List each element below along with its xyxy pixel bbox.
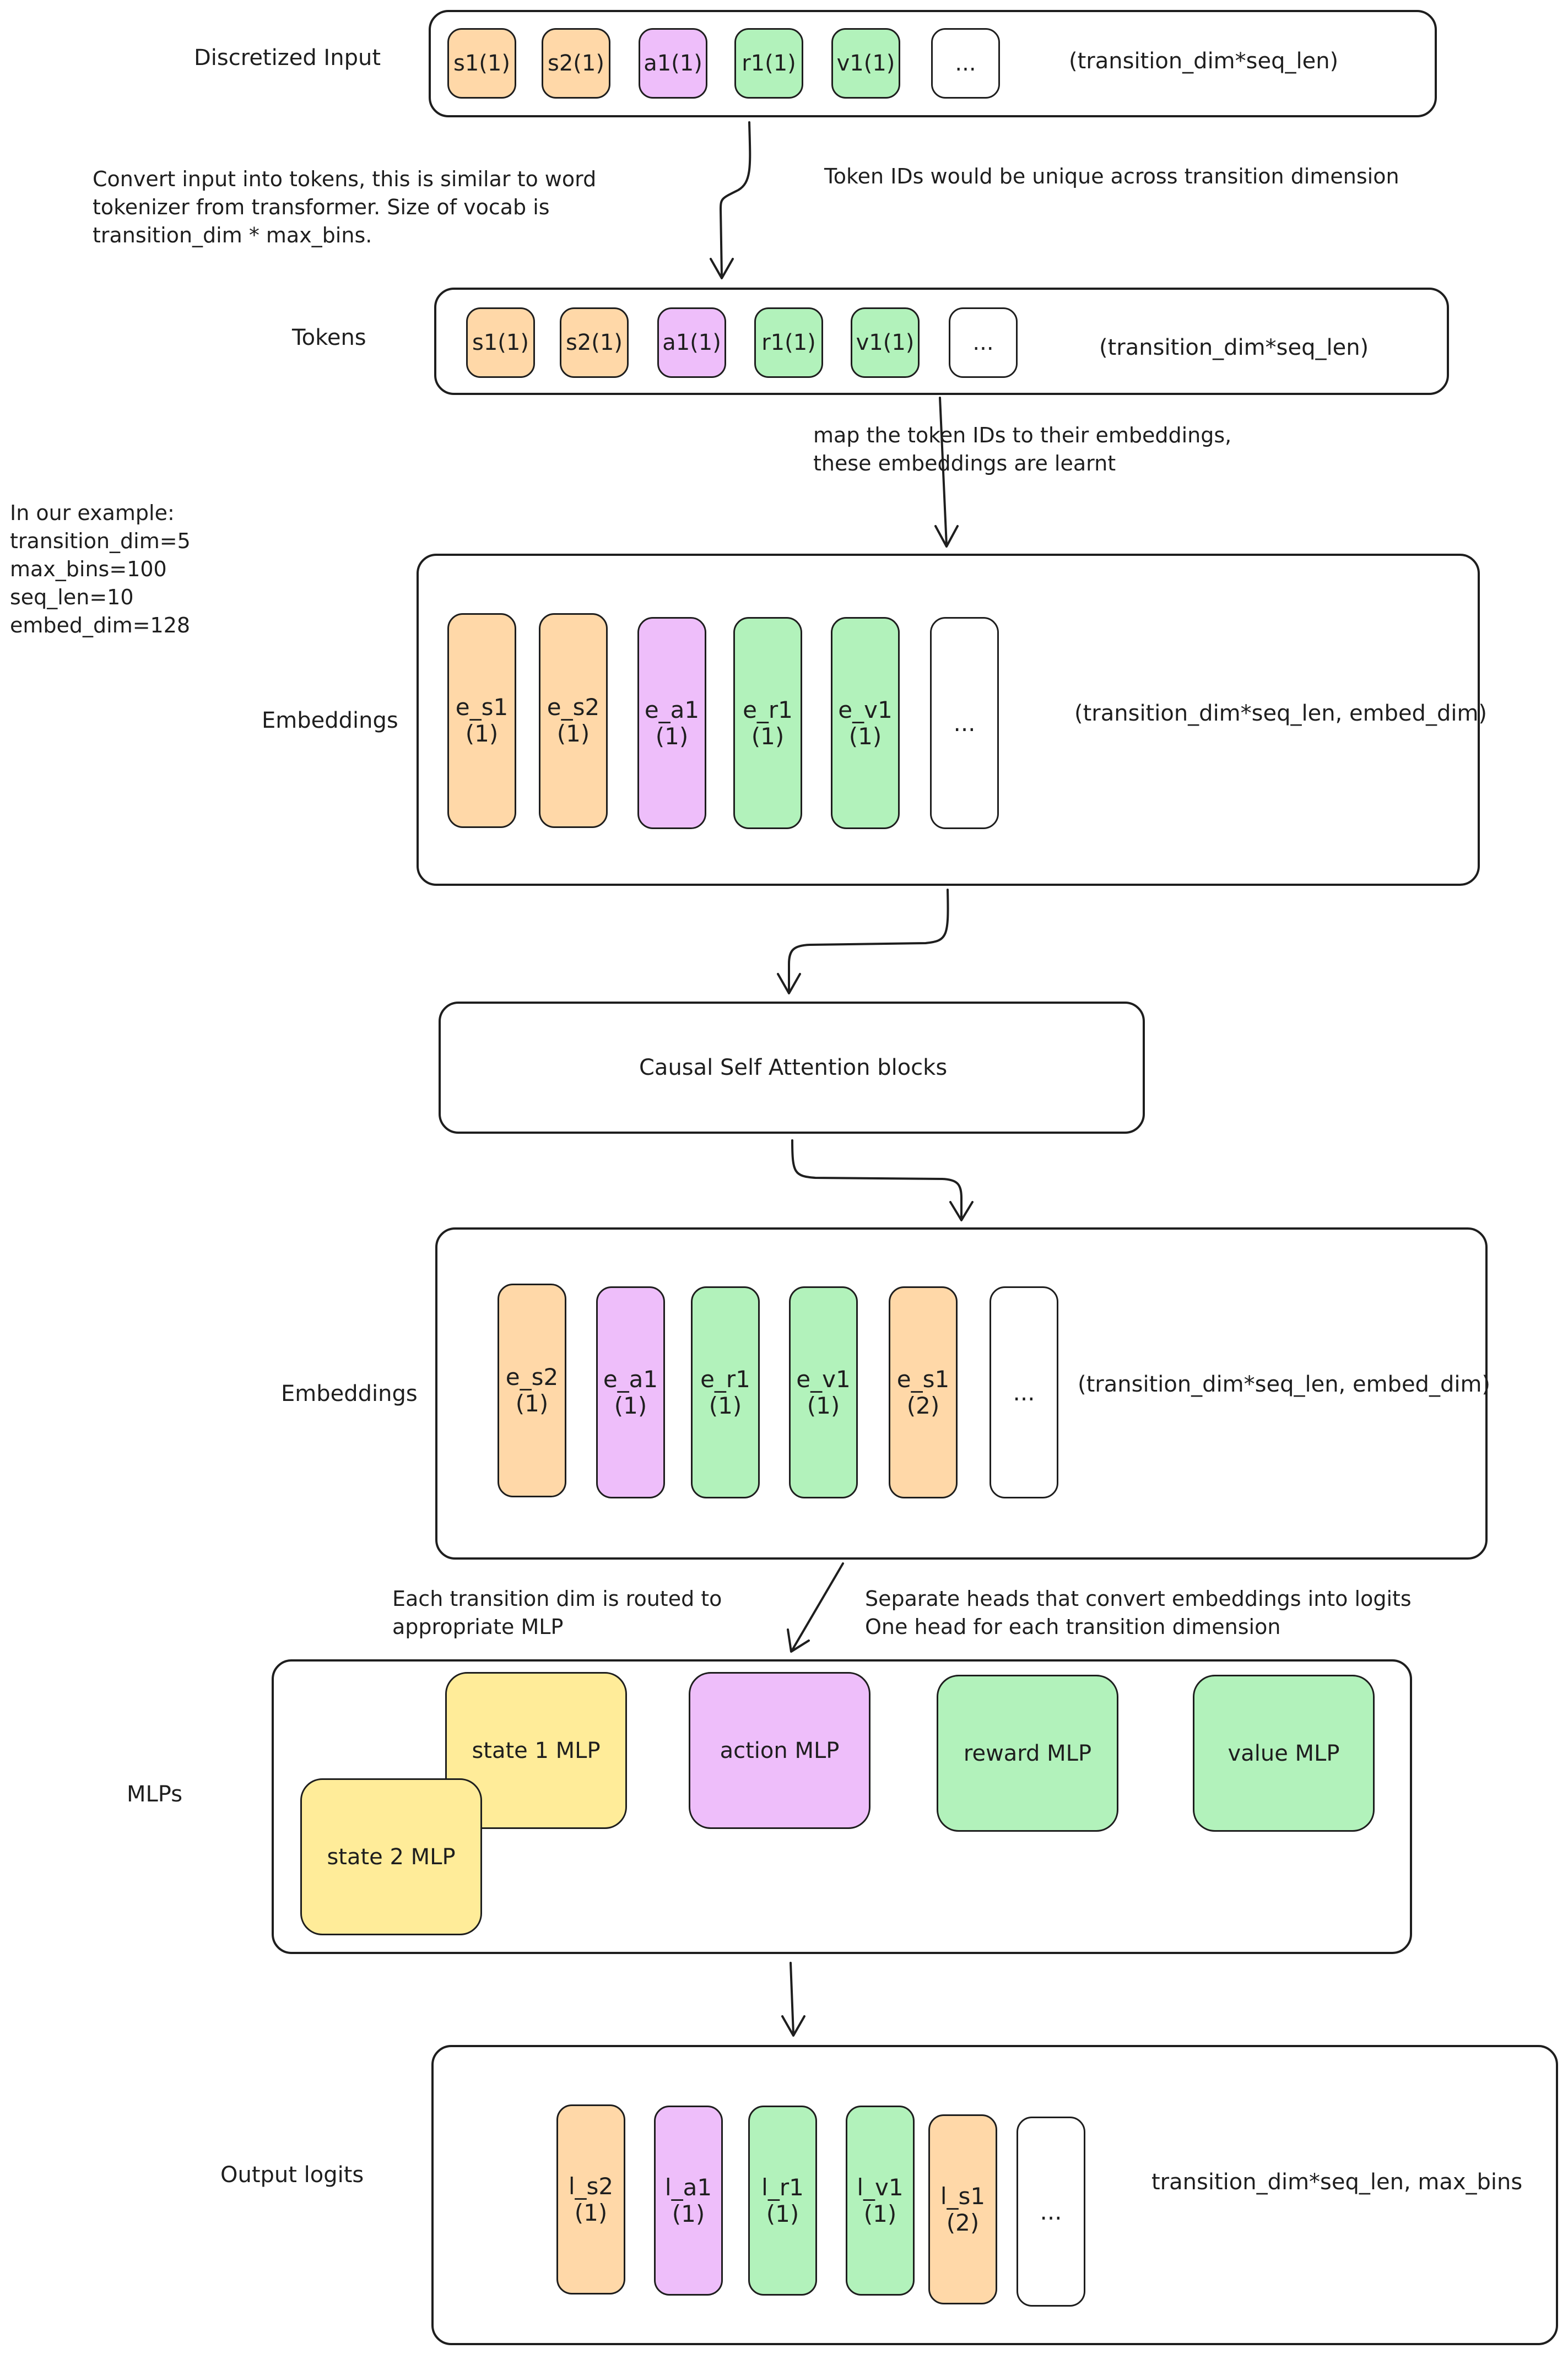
discretized-token-a1: a1(1)	[639, 28, 707, 99]
embedding2-e-a1: e_a1 (1)	[596, 1286, 665, 1498]
value-mlp: value MLP	[1193, 1675, 1375, 1832]
tokens-token-s1: s1(1)	[466, 307, 535, 378]
logit-l-s1-2: l_s1 (2)	[928, 2114, 997, 2304]
logit-ellipsis: ...	[1017, 2117, 1085, 2307]
embeddings-shape-label-2: (transition_dim*seq_len, embed_dim)	[1078, 1372, 1491, 1397]
action-mlp: action MLP	[689, 1672, 870, 1829]
embedding-e-r1: e_r1 (1)	[733, 617, 802, 829]
tokens-token-r1: r1(1)	[754, 307, 823, 378]
discretized-token-v1: v1(1)	[831, 28, 900, 99]
unique-ids-note: Token IDs would be unique across transit…	[824, 164, 1399, 188]
discretized-token-ellipsis: ...	[931, 28, 1000, 99]
embeddings-label-2: Embeddings	[281, 1381, 418, 1406]
example-params-note: In our example: transition_dim=5 max_bin…	[10, 501, 191, 637]
arrow-input-to-tokens	[720, 121, 751, 277]
arrow-tokens-to-embeddings	[939, 397, 948, 546]
output-logits-shape-label: transition_dim*seq_len, max_bins	[1151, 2169, 1523, 2195]
embedding2-ellipsis: ...	[990, 1286, 1058, 1498]
discretized-token-r1: r1(1)	[734, 28, 803, 99]
routed-note: Each transition dim is routed to appropr…	[392, 1587, 722, 1639]
embeddings-shape-label-1: (transition_dim*seq_len, embed_dim)	[1074, 701, 1488, 726]
arrow-mlps-to-logits	[790, 1962, 794, 2035]
tokens-token-ellipsis: ...	[949, 307, 1018, 378]
embedding2-e-s2: e_s2 (1)	[498, 1284, 566, 1497]
arrow-attention-to-embeddings	[791, 1139, 963, 1220]
embedding-e-v1: e_v1 (1)	[831, 617, 900, 829]
state-1-mlp: state 1 MLP	[445, 1672, 627, 1829]
embedding2-e-s1-2: e_s1 (2)	[889, 1286, 958, 1498]
tokens-token-a1: a1(1)	[657, 307, 726, 378]
heads-note: Separate heads that convert embeddings i…	[865, 1587, 1412, 1639]
embedding-ellipsis-1: ...	[930, 617, 999, 829]
logit-l-r1: l_r1 (1)	[748, 2106, 817, 2296]
tokens-shape-label: (transition_dim*seq_len)	[1099, 335, 1369, 360]
embedding-e-s2: e_s2 (1)	[539, 613, 608, 828]
convert-note: Convert input into tokens, this is simil…	[93, 167, 597, 247]
mlps-label: MLPs	[127, 1782, 183, 1807]
logit-l-a1: l_a1 (1)	[654, 2106, 723, 2296]
embedding-e-a1: e_a1 (1)	[637, 617, 706, 829]
logit-l-v1: l_v1 (1)	[846, 2106, 915, 2296]
tokens-token-v1: v1(1)	[851, 307, 920, 378]
discretized-token-s1: s1(1)	[447, 28, 516, 99]
attention-label: Causal Self Attention blocks	[639, 1055, 948, 1080]
embedding2-e-r1: e_r1 (1)	[691, 1286, 760, 1498]
embeddings-label-1: Embeddings	[262, 708, 398, 733]
attention-block	[439, 1002, 1145, 1134]
embedding-e-s1: e_s1 (1)	[447, 613, 516, 828]
reward-mlp: reward MLP	[937, 1675, 1118, 1832]
discretized-shape-label: (transition_dim*seq_len)	[1069, 48, 1339, 74]
discretized-input-label: Discretized Input	[194, 45, 381, 71]
state-2-mlp: state 2 MLP	[300, 1778, 482, 1935]
discretized-token-s2: s2(1)	[542, 28, 610, 99]
output-logits-label: Output logits	[220, 2162, 364, 2188]
logit-l-s2: l_s2 (1)	[556, 2104, 625, 2295]
tokens-label: Tokens	[292, 325, 366, 350]
arrow-embeddings-to-mlps	[791, 1562, 844, 1651]
embedding2-e-v1: e_v1 (1)	[789, 1286, 858, 1498]
tokens-token-s2: s2(1)	[560, 307, 629, 378]
arrow-embeddings-to-attention	[788, 889, 949, 993]
